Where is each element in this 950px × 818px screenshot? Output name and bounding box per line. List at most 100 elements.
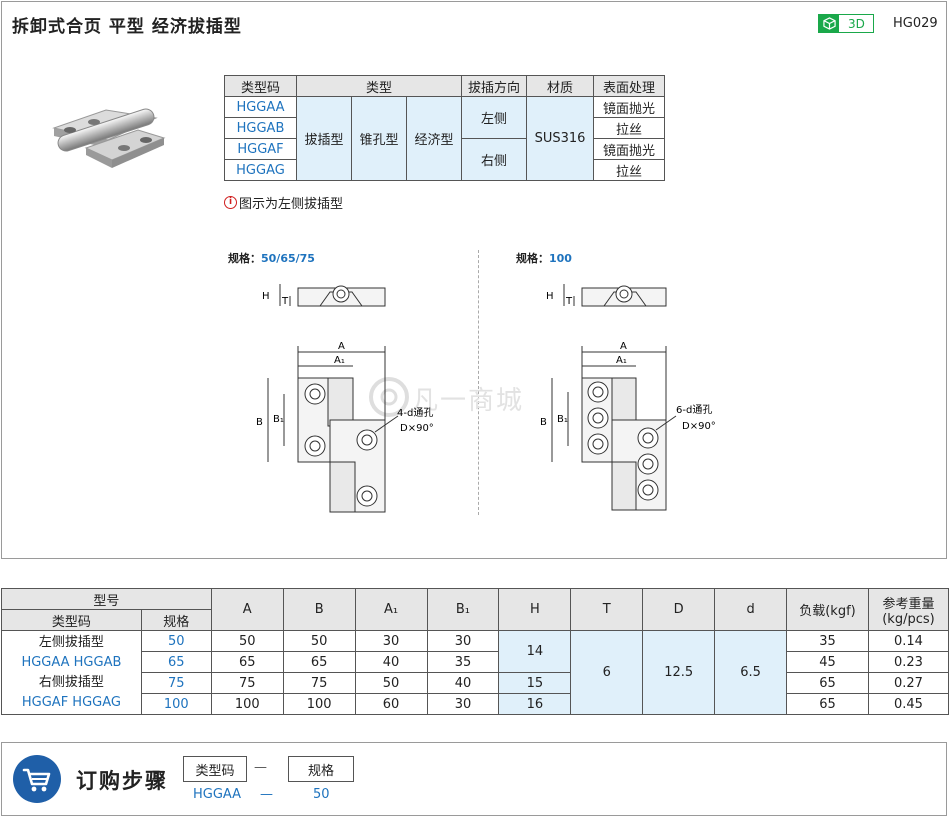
col-type: 类型 <box>296 75 462 97</box>
col-weight: 参考重量(kg/pcs) <box>867 588 950 631</box>
col-A: A <box>210 588 284 631</box>
col-type-code: 类型码 <box>224 75 297 97</box>
direction-cell: 左侧 <box>461 96 527 139</box>
spec-cell: 100 <box>140 693 212 715</box>
col-B: B <box>282 588 356 631</box>
order-steps-panel <box>1 742 947 816</box>
finish-cell: 镜面抛光 <box>593 96 665 118</box>
watermark-logo <box>369 377 409 417</box>
load-cell: 45 <box>786 651 869 673</box>
type-cell: 锥孔型 <box>351 96 407 181</box>
type-cell: 拔插型 <box>296 96 352 181</box>
table-cell: 75 <box>282 672 356 694</box>
col-finish: 表面处理 <box>593 75 665 97</box>
type-code-cell: HGGAA <box>224 96 297 118</box>
col-load: 负载(kgf) <box>786 588 869 631</box>
separator: — <box>254 760 267 775</box>
table-cell: 65 <box>210 651 284 673</box>
right-drawing-spec: 规格：100 <box>516 252 572 265</box>
D-cell: 12.5 <box>642 630 716 715</box>
table-cell: 65 <box>282 651 356 673</box>
d-cell: 6.5 <box>714 630 788 715</box>
type-code-cell: HGGAG <box>224 159 297 181</box>
col-D: D <box>642 588 716 631</box>
spec-cell: 75 <box>140 672 212 694</box>
cart-icon <box>13 755 61 803</box>
col-d: d <box>714 588 788 631</box>
spec-header: 规格 <box>140 609 212 631</box>
dim-B1: B₁ <box>273 414 284 425</box>
table-cell: 50 <box>210 630 284 652</box>
hole-spec: 4-d通孔 <box>397 407 433 419</box>
illustration-note: i 图示为左侧拔插型 <box>224 193 343 212</box>
table-cell: 35 <box>426 651 500 673</box>
drawing-divider <box>478 250 479 515</box>
type-code-box: 类型码 <box>183 756 247 782</box>
col-T: T <box>570 588 644 631</box>
finish-cell: 镜面抛光 <box>593 138 665 160</box>
spec-cell: 65 <box>140 651 212 673</box>
H-cell: 15 <box>498 672 572 694</box>
table-cell: 30 <box>426 693 500 715</box>
3d-model-button[interactable]: 3D <box>818 14 874 33</box>
weight-cell: 0.45 <box>867 693 950 715</box>
svg-text:H: H <box>546 291 554 302</box>
col-B1: B₁ <box>426 588 500 631</box>
table-cell: 60 <box>354 693 428 715</box>
col-direction: 拔插方向 <box>461 75 527 97</box>
svg-text:B: B <box>540 417 547 428</box>
load-cell: 35 <box>786 630 869 652</box>
dim-A: A <box>338 341 345 352</box>
col-A1: A₁ <box>354 588 428 631</box>
H-cell: 14 <box>498 630 572 673</box>
dim-H: H <box>262 291 270 302</box>
example-separator: — <box>260 787 273 802</box>
H-cell: 16 <box>498 693 572 715</box>
material-cell: SUS316 <box>526 96 594 181</box>
svg-text:B₁: B₁ <box>557 414 568 425</box>
hinge-photo <box>52 108 166 168</box>
product-code: HG029 <box>893 16 938 31</box>
table-cell: 50 <box>354 672 428 694</box>
table-cell: 30 <box>426 630 500 652</box>
dim-T: T <box>281 296 289 307</box>
type-code-cell: HGGAB <box>224 117 297 139</box>
direction-cell: 右侧 <box>461 138 527 181</box>
load-cell: 65 <box>786 672 869 694</box>
hole-spec: 6-d通孔 <box>676 404 712 416</box>
dim-B: B <box>256 417 263 428</box>
table-cell: 50 <box>282 630 356 652</box>
table-cell: 100 <box>210 693 284 715</box>
weight-cell: 0.14 <box>867 630 950 652</box>
type-spec-table: 类型码 类型 拔插方向 材质 表面处理 HGGAA 拔插型 锥孔型 经济型 左侧… <box>224 75 665 181</box>
weight-cell: 0.27 <box>867 672 950 694</box>
chamfer-spec: D×90° <box>400 423 434 434</box>
product-panel <box>1 1 947 559</box>
spec-box: 规格 <box>288 756 354 782</box>
type-code-cell: HGGAF <box>224 138 297 160</box>
dimension-table: 型号 A B A₁ B₁ H T D d 负载(kgf) 参考重量(kg/pcs… <box>1 588 950 715</box>
table-cell: 100 <box>282 693 356 715</box>
watermark-text: 凡一商城 <box>412 386 525 416</box>
table-cell: 30 <box>354 630 428 652</box>
example-spec: 50 <box>313 787 330 802</box>
col-material: 材质 <box>526 75 594 97</box>
info-icon: i <box>224 196 237 209</box>
finish-cell: 拉丝 <box>593 159 665 181</box>
order-title: 订购步骤 <box>76 769 168 793</box>
svg-text:T: T <box>565 296 573 307</box>
left-technical-drawing: H T A A₁ B B₁ 4-d通孔 D×90° <box>256 284 434 513</box>
weight-cell: 0.23 <box>867 651 950 673</box>
dim-A1: A₁ <box>334 355 345 366</box>
example-type-code: HGGAA <box>193 787 242 802</box>
note-text: 图示为左侧拔插型 <box>239 197 344 212</box>
cube-icon <box>819 15 839 32</box>
chamfer-spec: D×90° <box>682 421 716 432</box>
type-cell: 经济型 <box>406 96 462 181</box>
T-cell: 6 <box>570 630 644 715</box>
type-code-header: 类型码 <box>1 609 142 631</box>
model-header: 型号 <box>1 588 212 610</box>
page-title: 拆卸式合页 平型 经济拔插型 <box>12 17 242 37</box>
left-drawing-spec: 规格：50/65/75 <box>228 252 315 265</box>
table-cell: 75 <box>210 672 284 694</box>
